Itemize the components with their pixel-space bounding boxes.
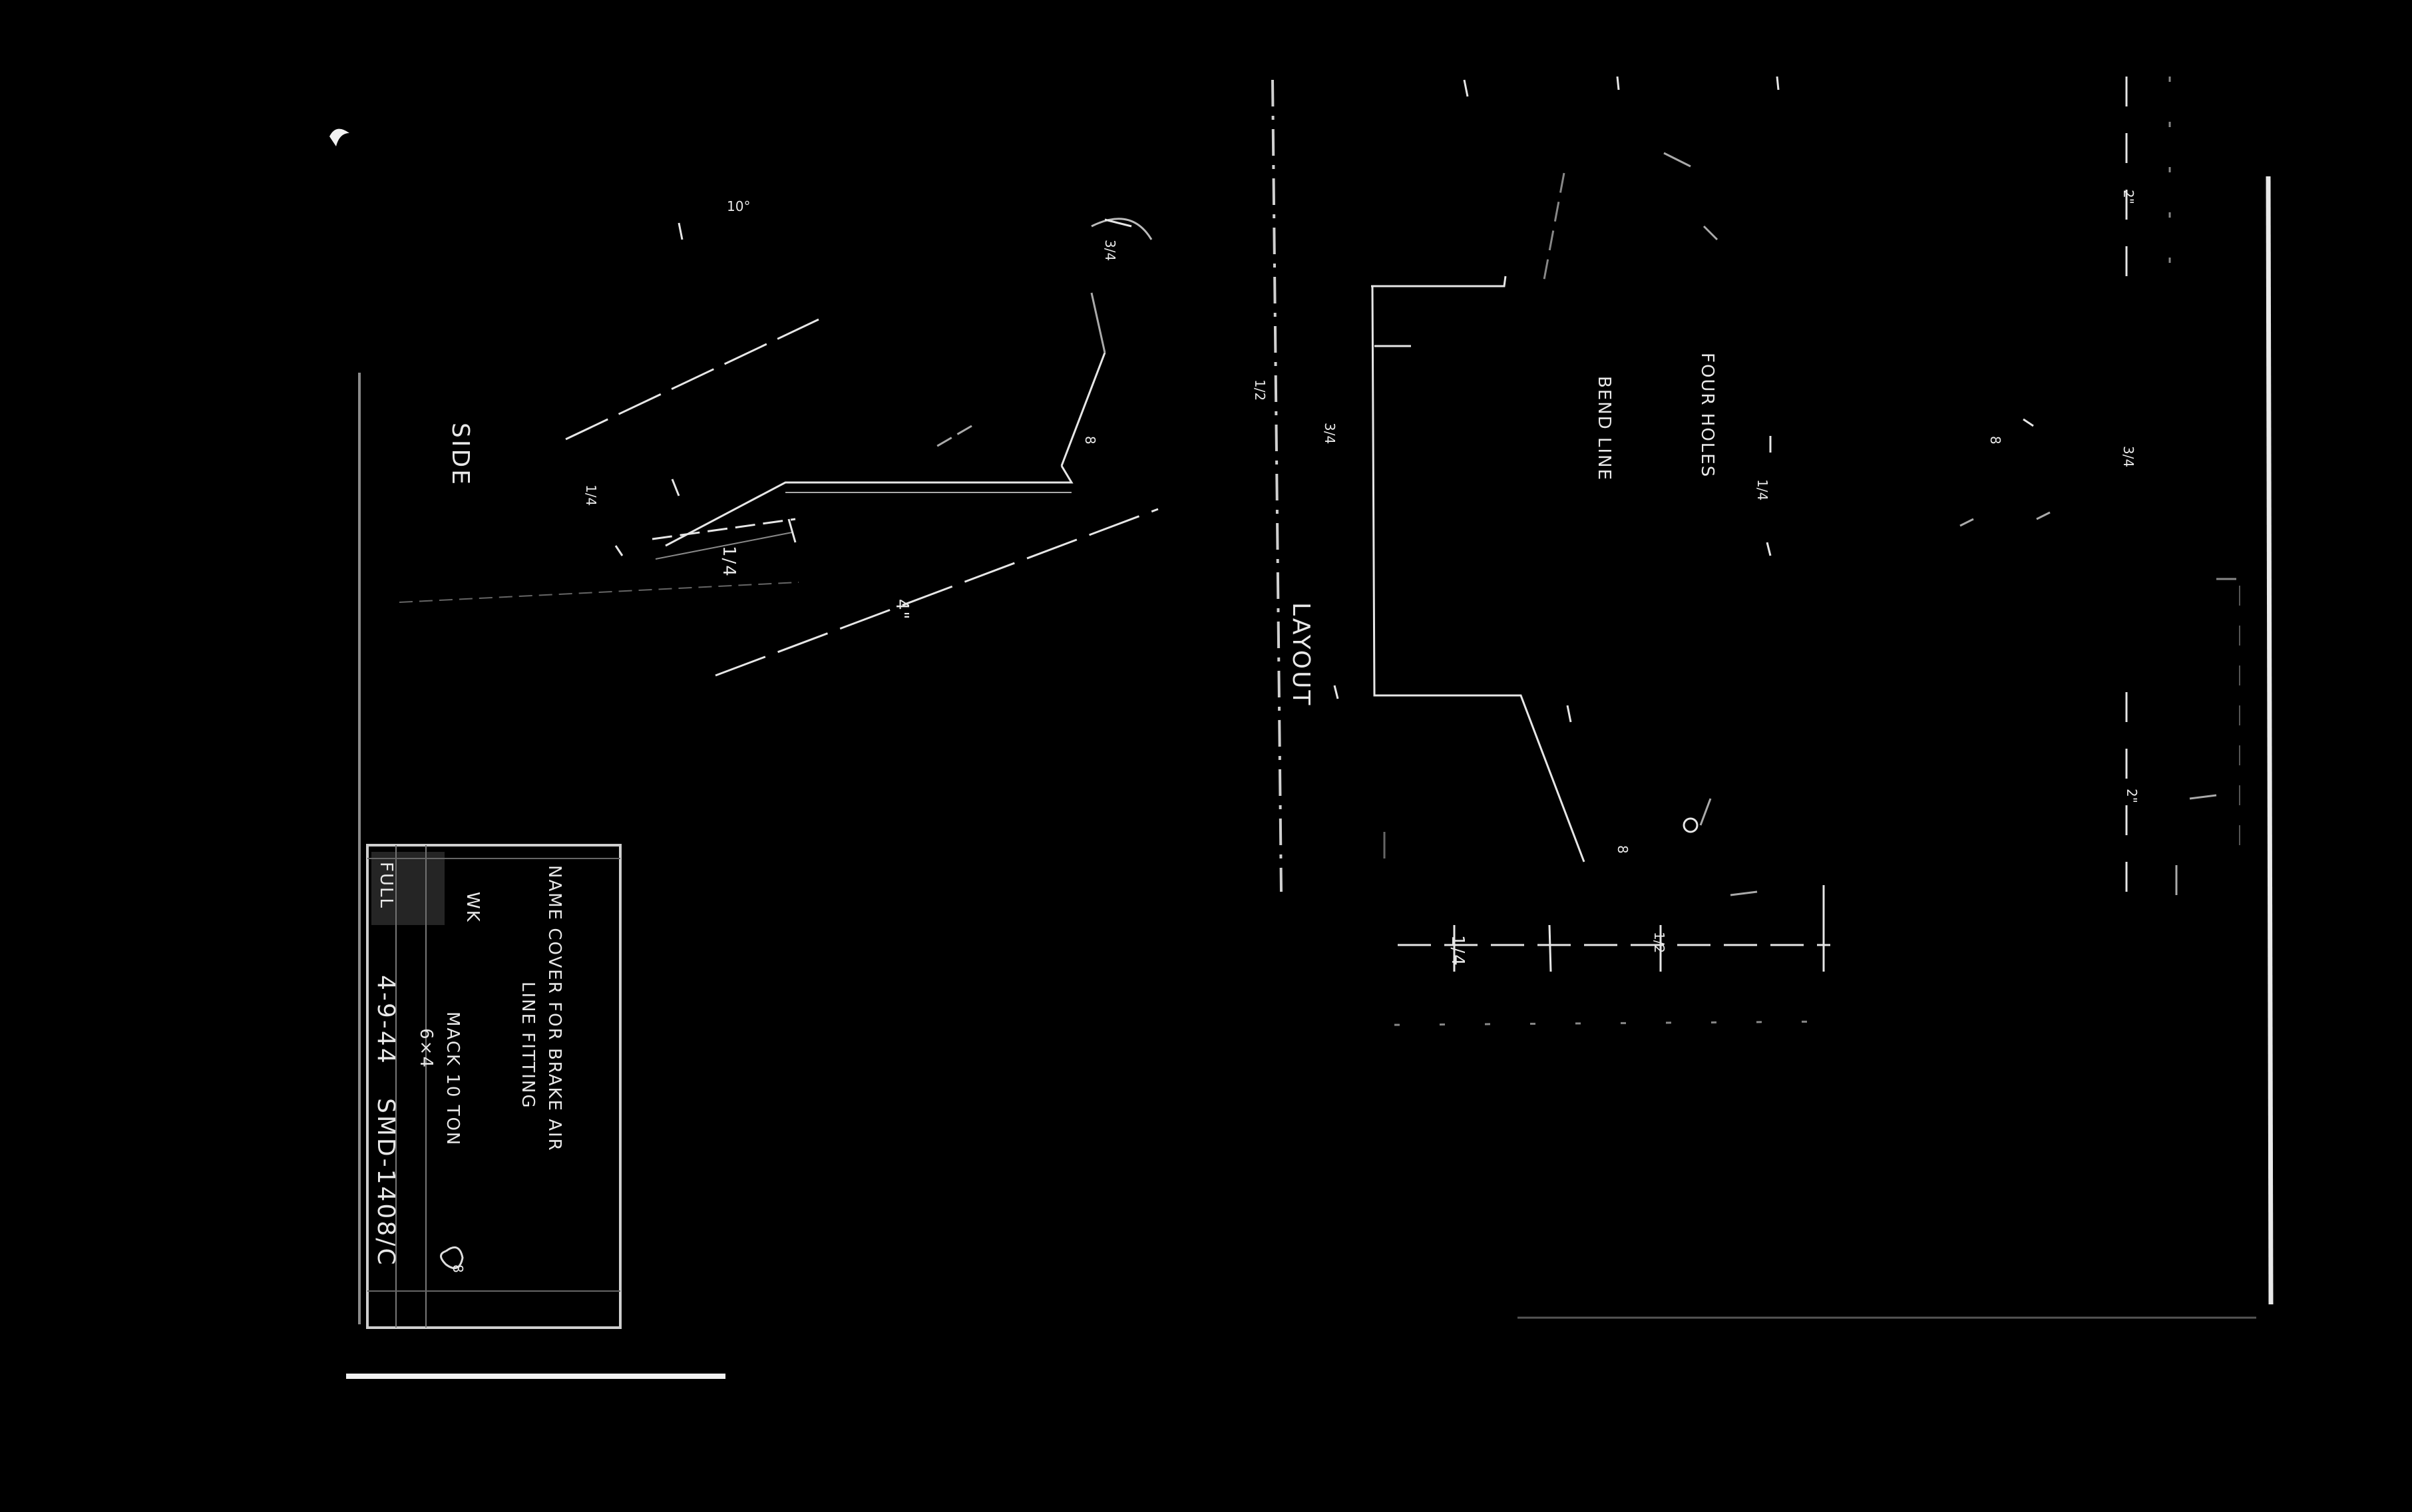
- title-block-vehicle-line1: MACK 10 TON: [443, 1012, 463, 1147]
- title-block-revision: 8: [450, 1264, 466, 1273]
- layout-top-two-dim: 2": [2120, 190, 2136, 204]
- title-block-scale: FULL: [376, 862, 396, 909]
- layout-right-fraction-dim: 3/4: [2120, 446, 2136, 468]
- layout-three-quarter-dim: 3/4: [1322, 423, 1338, 445]
- title-block-date: 4-9-44: [372, 975, 399, 1065]
- layout-view-label: LAYOUT: [1287, 602, 1314, 707]
- layout-bend-line-note: BEND LINE: [1594, 376, 1614, 482]
- view-divider-line: [1271, 79, 1283, 892]
- revision-symbol-icon: [440, 1246, 464, 1270]
- title-block-name-line2: LINE FITTING: [518, 982, 538, 1109]
- side-view-drawing: [399, 218, 1159, 677]
- title-block-drawing-number: SMD-1408/C: [372, 1098, 399, 1267]
- layout-half-dim: 1/2: [1252, 379, 1268, 401]
- side-eight-dim: 8: [1082, 436, 1098, 445]
- title-block-vehicle-line2: 6×4: [416, 1028, 436, 1069]
- title-block-name-line1: NAME COVER FOR BRAKE AIR: [544, 865, 564, 1152]
- binder-hole-mark: [329, 128, 349, 146]
- layout-quarter-dim: 1/4: [1754, 479, 1770, 501]
- title-block-stamp: [371, 852, 445, 925]
- side-radius-dim: 3/4: [1102, 240, 1118, 262]
- title-block-frame: [366, 844, 622, 1329]
- layout-holes-note: FOUR HOLES: [1697, 353, 1717, 478]
- side-four-dim: 4": [892, 599, 912, 621]
- side-quarter-dim-b: 1/4: [719, 546, 739, 578]
- layout-eight-dim-b: 8: [1987, 436, 2003, 445]
- title-block-initials: WK: [463, 892, 483, 923]
- layout-view-drawing: [1333, 76, 2240, 1026]
- layout-bottom-half-dim: 1/2: [1651, 932, 1667, 954]
- layout-eight-dim-a: 8: [1615, 845, 1631, 854]
- sheet-frame: [346, 176, 2274, 1379]
- side-view-label: SIDE: [447, 423, 474, 486]
- layout-right-two-dim: 2": [2124, 789, 2140, 803]
- side-quarter-dim-a: 1/4: [583, 484, 599, 506]
- side-angle-dim: 10°: [727, 198, 751, 214]
- layout-bottom-quarter-dim: 1/4: [1448, 935, 1468, 967]
